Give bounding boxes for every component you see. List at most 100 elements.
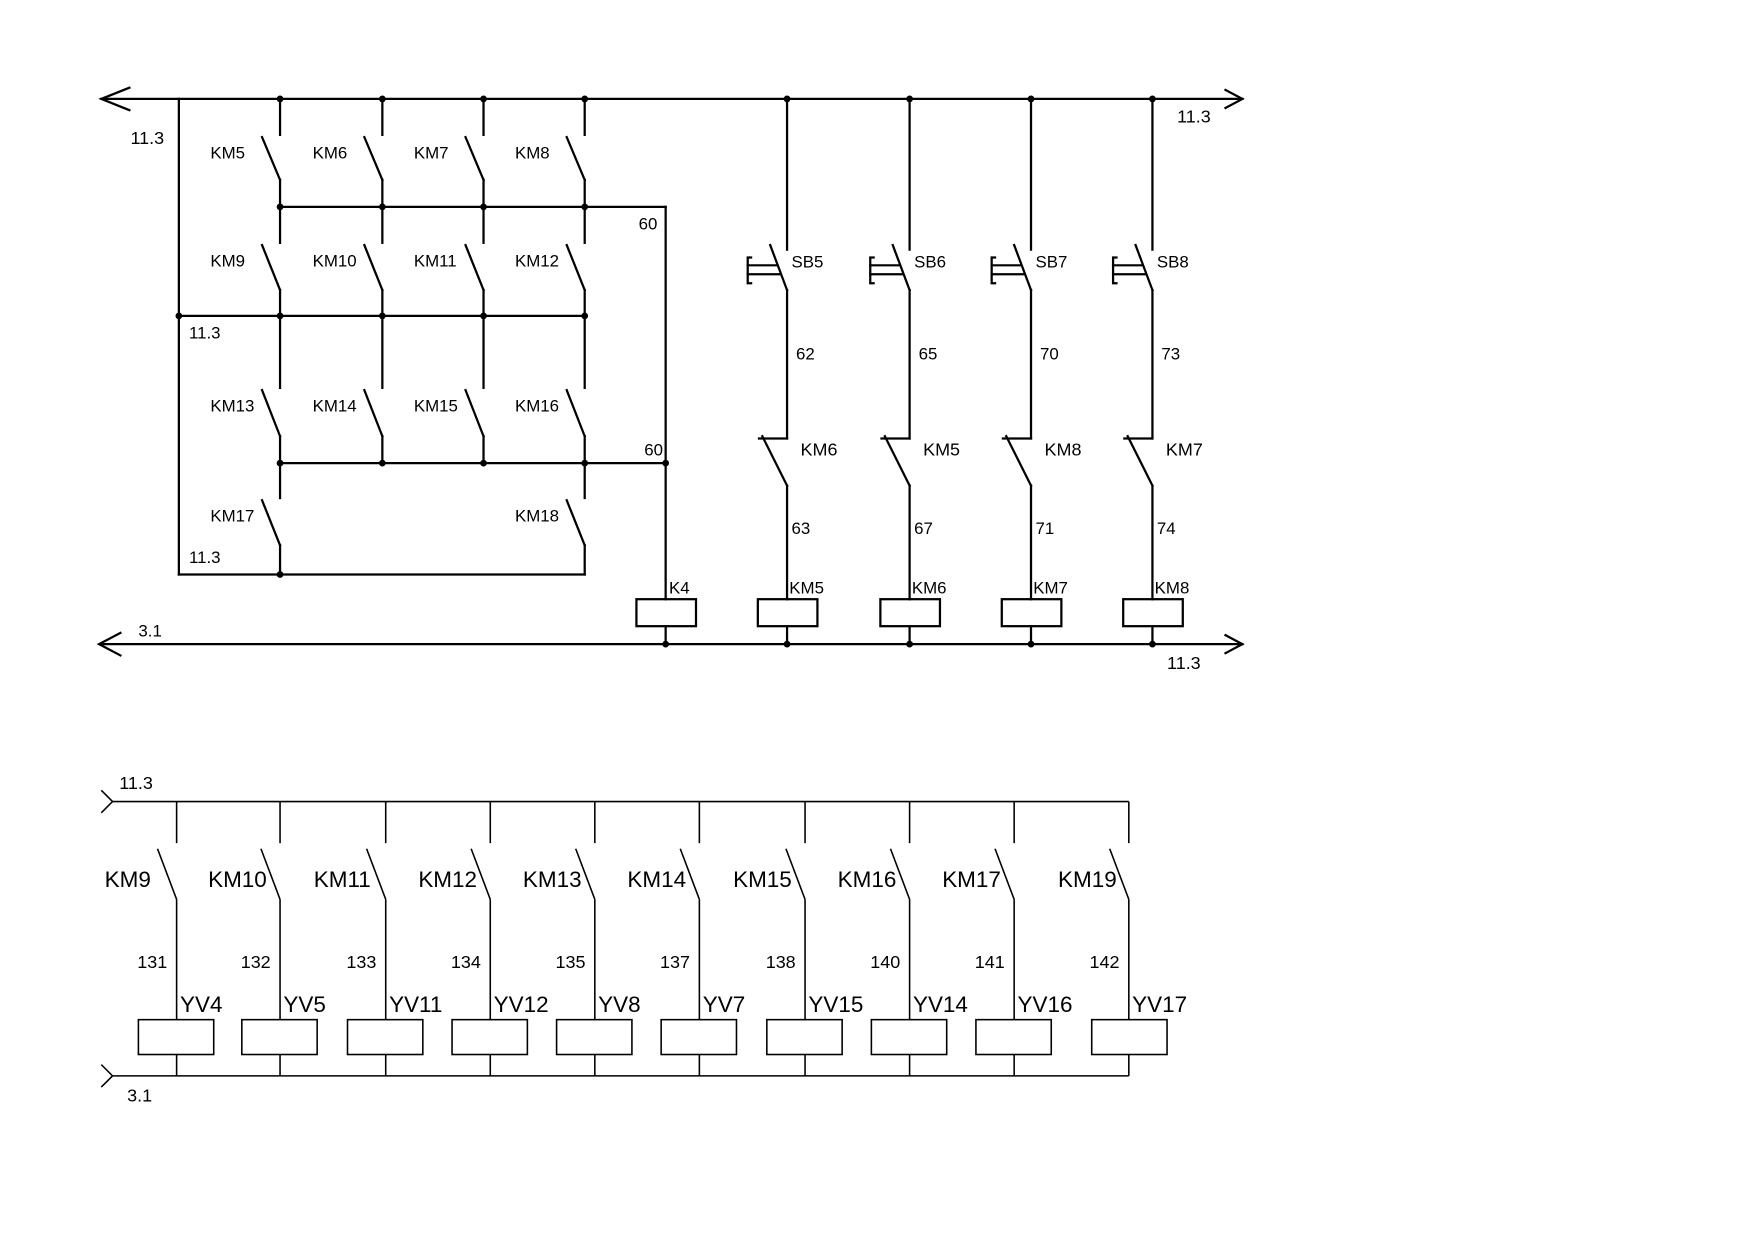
contact-label: KM8 xyxy=(515,144,550,163)
contact-blade xyxy=(260,848,281,900)
coil-label: YV14 xyxy=(913,992,968,1017)
relay-coil xyxy=(756,598,819,628)
contact-label: KM9 xyxy=(105,867,151,892)
contact-blade xyxy=(464,243,485,292)
bus-arrow-left-icon xyxy=(96,631,122,657)
no-contact-km15: KM15 xyxy=(414,314,485,465)
wire-label: 142 xyxy=(1089,952,1119,972)
contact-blade xyxy=(464,135,486,182)
junction-dot xyxy=(276,95,284,103)
contact-blade xyxy=(362,388,384,438)
wire-label: 133 xyxy=(346,952,376,972)
solenoid-coil xyxy=(555,1018,633,1056)
coil-label: YV17 xyxy=(1132,992,1187,1017)
pushbutton-label: SB7 xyxy=(1036,253,1068,272)
junction-dot xyxy=(276,312,284,320)
no-contact-km18: KM18 xyxy=(515,462,587,576)
contact-blade xyxy=(1108,848,1130,900)
contact-label: KM14 xyxy=(313,396,357,415)
wire-label: 135 xyxy=(555,952,585,972)
contact-blade xyxy=(156,848,178,900)
coil-label: YV16 xyxy=(1018,992,1073,1017)
no-contact-km5: KM5 xyxy=(210,97,282,208)
solenoid-coil xyxy=(660,1018,738,1056)
junction-dot xyxy=(581,312,589,320)
contact-label: KM5 xyxy=(210,144,245,163)
contact-blade xyxy=(565,135,587,182)
contact-blade xyxy=(260,243,282,292)
pushbutton-blade xyxy=(1134,243,1154,292)
contact-label: KM12 xyxy=(515,251,559,270)
wire-label: 70 xyxy=(1040,345,1059,364)
pushbutton-blade xyxy=(768,243,789,292)
interlock-label: KM5 xyxy=(923,439,960,459)
contact-label: KM11 xyxy=(314,867,371,892)
coil-label: KM8 xyxy=(1155,579,1190,598)
bus-label: 3.1 xyxy=(127,1086,152,1106)
bus-label: 3.1 xyxy=(138,621,161,640)
no-contact-km14: KM14 xyxy=(313,314,384,465)
no-contact-km16: KM16 xyxy=(515,314,587,465)
wire-label: 138 xyxy=(766,952,796,972)
bus-arrow-right-icon xyxy=(1223,88,1245,110)
coil-label: YV7 xyxy=(703,992,745,1017)
interlock-label: KM6 xyxy=(801,439,838,459)
coil-label: YV12 xyxy=(494,992,549,1017)
wire-label: 63 xyxy=(792,519,811,538)
no-contact-km13: KM13 xyxy=(210,314,282,465)
junction-dot xyxy=(906,95,913,103)
solenoid-coil xyxy=(137,1018,215,1056)
contact-blade xyxy=(362,243,384,292)
solenoid-coil xyxy=(975,1018,1053,1056)
no-contact-km17: KM17 xyxy=(210,462,282,576)
contact-blade xyxy=(994,848,1015,900)
no-contact-km9: KM9 xyxy=(210,205,282,318)
relay-coil xyxy=(1000,598,1063,628)
wire-label: 65 xyxy=(919,345,938,364)
contact-blade xyxy=(785,848,806,900)
junction-dot xyxy=(1027,95,1035,103)
contact-blade xyxy=(260,388,282,438)
junction-dot xyxy=(581,203,589,211)
no-contact-km7: KM7 xyxy=(414,97,486,208)
junction-dot xyxy=(276,571,284,578)
relay-coil xyxy=(1122,598,1184,628)
junction-dot xyxy=(378,203,386,211)
wire-label: 73 xyxy=(1161,345,1180,364)
solenoid-coil xyxy=(241,1018,318,1056)
contact-label: KM19 xyxy=(1058,867,1117,892)
junction-dot xyxy=(1149,640,1156,648)
coil-label: YV4 xyxy=(180,992,222,1017)
contact-label: KM16 xyxy=(515,396,559,415)
contact-label: KM9 xyxy=(210,251,245,270)
contact-label: KM13 xyxy=(210,396,254,415)
junction-dot xyxy=(783,95,791,103)
contact-blade xyxy=(565,243,587,292)
junction-dot xyxy=(480,312,487,320)
solenoid-coil xyxy=(451,1018,529,1056)
bus-arrow-right-icon xyxy=(1223,633,1245,655)
bus-label: 11.3 xyxy=(1167,653,1201,673)
junction-dot xyxy=(480,203,487,211)
junction-dot xyxy=(783,640,791,648)
contact-blade xyxy=(365,848,387,900)
contact-label: KM13 xyxy=(523,867,582,892)
coil-label: KM7 xyxy=(1033,579,1068,598)
junction-dot xyxy=(276,203,284,211)
pushbutton-actuator-icon xyxy=(869,256,875,285)
no-contact-km8: KM8 xyxy=(515,97,587,208)
valve-circuit-bottom: 11.33.1KM9131YV4KM10132YV5KM11133YV11KM1… xyxy=(100,773,1187,1106)
bus-arrow-icon xyxy=(100,789,114,814)
junction-dot xyxy=(1027,640,1035,648)
wire-label: 11.3 xyxy=(189,323,221,342)
pushbutton-blade xyxy=(1012,243,1033,292)
